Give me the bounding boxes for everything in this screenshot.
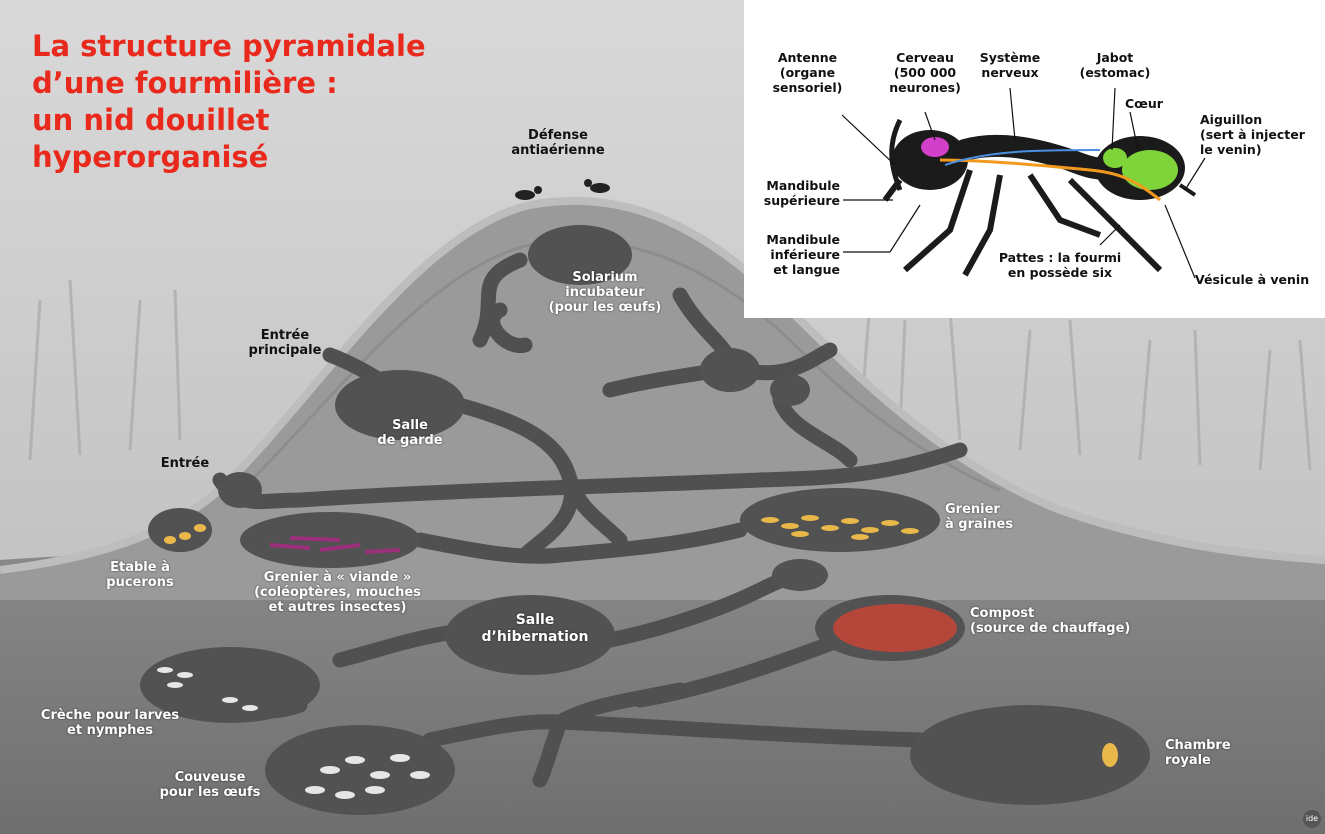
ant-label-antenne-line3: sensoriel) <box>770 80 845 95</box>
ant-label-antenne-line2: (organe <box>770 65 845 80</box>
label-compost-line2: (source de chauffage) <box>970 621 1160 636</box>
label-entree-principale-line1: Entrée <box>245 328 325 343</box>
title-line-2: d’une fourmilière : <box>32 65 502 102</box>
ant-label-mandibule-inf-line3: et langue <box>760 262 840 277</box>
label-grenier-viande-line1: Grenier à « viande » <box>245 570 430 585</box>
title-line-4: hyperorganisé <box>32 139 502 176</box>
label-salle-garde-line2: de garde <box>370 433 450 448</box>
label-grenier-graines-line1: Grenier <box>945 502 1045 517</box>
ant-label-mandibule-inf-line2: inférieure <box>760 247 840 262</box>
ant-label-jabot-line2: (estomac) <box>1075 65 1155 80</box>
label-compost: Compost (source de chauffage) <box>970 606 1160 636</box>
label-grenier-graines: Grenier à graines <box>945 502 1045 532</box>
label-couveuse-line1: Couveuse <box>155 770 265 785</box>
label-etable: Etable à pucerons <box>100 560 180 590</box>
ant-label-antenne-line1: Antenne <box>770 50 845 65</box>
label-grenier-viande: Grenier à « viande » (coléoptères, mouch… <box>245 570 430 615</box>
ant-label-systeme: Système nerveux <box>975 50 1045 80</box>
label-defense-line1: Défense <box>508 128 608 143</box>
label-creche-line1: Crèche pour larves <box>35 708 185 723</box>
ant-label-aiguillon-line3: le venin) <box>1200 142 1315 157</box>
ant-label-pattes: Pattes : la fourmi en possède six <box>990 250 1130 280</box>
label-compost-line1: Compost <box>970 606 1160 621</box>
label-salle-garde: Salle de garde <box>370 418 450 448</box>
title-line-1: La structure pyramidale <box>32 28 502 65</box>
ant-label-jabot: Jabot (estomac) <box>1075 50 1155 80</box>
label-solarium-line1: Solarium <box>535 270 675 285</box>
label-creche: Crèche pour larves et nymphes <box>35 708 185 738</box>
ant-label-mandibule-sup-line1: Mandibule <box>760 178 840 193</box>
label-grenier-graines-line2: à graines <box>945 517 1045 532</box>
label-entree: Entrée <box>155 456 215 471</box>
ant-label-antenne: Antenne (organe sensoriel) <box>770 50 845 95</box>
ant-label-aiguillon-line1: Aiguillon <box>1200 112 1315 127</box>
ant-label-aiguillon: Aiguillon (sert à injecter le venin) <box>1200 112 1315 157</box>
label-defense-line2: antiaérienne <box>508 143 608 158</box>
label-grenier-viande-line2: (coléoptères, mouches <box>245 585 430 600</box>
label-hibernation-line2: d’hibernation <box>480 629 590 646</box>
label-chambre-line2: royale <box>1165 753 1265 768</box>
label-couveuse-line2: pour les œufs <box>155 785 265 800</box>
label-entree-principale: Entrée principale <box>245 328 325 358</box>
label-chambre-royale: Chambre royale <box>1165 738 1265 768</box>
ant-label-cerveau-line3: neurones) <box>885 80 965 95</box>
ant-label-systeme-line2: nerveux <box>975 65 1045 80</box>
label-solarium-line2: incubateur <box>535 285 675 300</box>
label-defense: Défense antiaérienne <box>508 128 608 158</box>
compost-fill <box>833 604 957 652</box>
title-line-3: un nid douillet <box>32 102 502 139</box>
label-creche-line2: et nymphes <box>35 723 185 738</box>
label-hibernation-line1: Salle <box>480 612 590 629</box>
ant-label-mandibule-sup-line2: supérieure <box>760 193 840 208</box>
ant-label-systeme-line1: Système <box>975 50 1045 65</box>
label-etable-line1: Etable à <box>100 560 180 575</box>
label-solarium-line3: (pour les œufs) <box>535 300 675 315</box>
label-etable-line2: pucerons <box>100 575 180 590</box>
label-hibernation: Salle d’hibernation <box>480 612 590 646</box>
label-solarium: Solarium incubateur (pour les œufs) <box>535 270 675 315</box>
ant-label-jabot-line1: Jabot <box>1075 50 1155 65</box>
label-grenier-viande-line3: et autres insectes) <box>245 600 430 615</box>
label-couveuse: Couveuse pour les œufs <box>155 770 265 800</box>
label-entree-principale-line2: principale <box>245 343 325 358</box>
label-chambre-line1: Chambre <box>1165 738 1265 753</box>
credit-badge: ide <box>1303 810 1321 828</box>
ant-label-aiguillon-line2: (sert à injecter <box>1200 127 1315 142</box>
ant-label-mandibule-inf: Mandibule inférieure et langue <box>760 232 840 277</box>
page-title: La structure pyramidale d’une fourmilièr… <box>32 28 502 176</box>
ant-label-pattes-line1: Pattes : la fourmi <box>990 250 1130 265</box>
ant-label-vesicule: Vésicule à venin <box>1195 272 1320 287</box>
ant-label-mandibule-inf-line1: Mandibule <box>760 232 840 247</box>
label-salle-garde-line1: Salle <box>370 418 450 433</box>
ant-label-cerveau-line1: Cerveau <box>885 50 965 65</box>
ant-label-cerveau: Cerveau (500 000 neurones) <box>885 50 965 95</box>
ant-label-pattes-line2: en possède six <box>990 265 1130 280</box>
ant-label-cerveau-line2: (500 000 <box>885 65 965 80</box>
ant-label-mandibule-sup: Mandibule supérieure <box>760 178 840 208</box>
ant-label-coeur: Cœur <box>1125 96 1175 111</box>
